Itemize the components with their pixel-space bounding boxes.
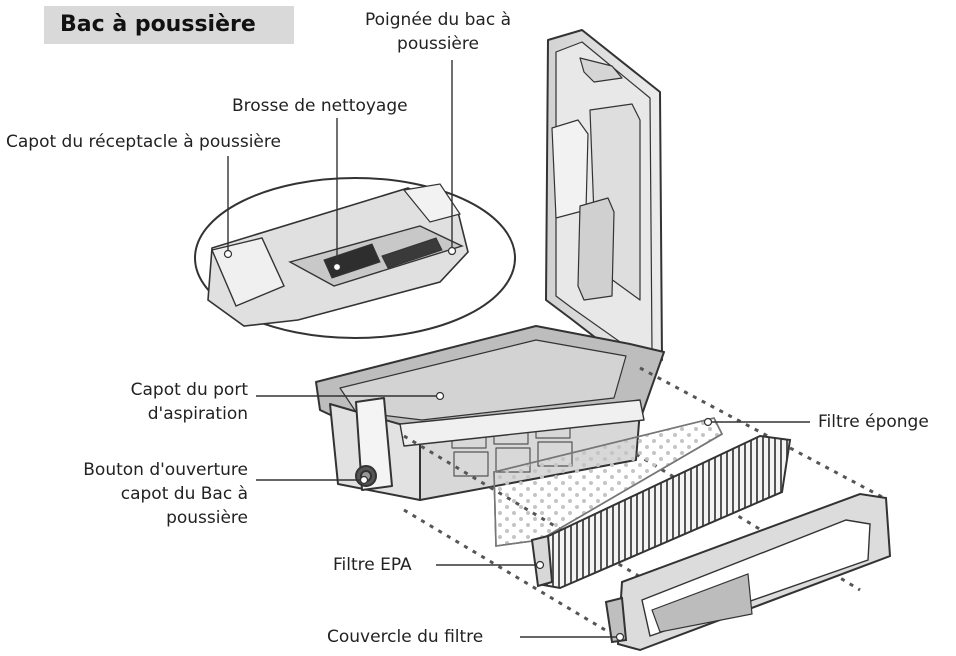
label-suction-port-cover-line1: Capot du port (130, 380, 248, 400)
leader-lines (227, 60, 810, 638)
filter-cover (604, 492, 892, 652)
epa-filter (530, 434, 792, 590)
label-suction-port-cover: Capot du port d'aspiration (90, 378, 248, 426)
label-receptacle-cover: Capot du réceptacle à poussière (6, 132, 281, 152)
section-title: Bac à poussière (60, 12, 256, 37)
label-suction-port-cover-line2: d'aspiration (147, 404, 248, 424)
label-epa-filter: Filtre EPA (333, 555, 412, 575)
label-filter-cover: Couvercle du filtre (327, 627, 484, 647)
sponge-filter (493, 417, 724, 547)
label-dust-bin-handle-line2: poussière (397, 34, 479, 54)
label-dust-bin-handle: Poignée du bac à poussière (328, 8, 548, 56)
label-sponge-filter: Filtre éponge (818, 412, 929, 432)
receptacle-closeup-inset (194, 177, 516, 339)
label-cleaning-brush: Brosse de nettoyage (232, 96, 408, 116)
label-open-button-line3: poussière (166, 508, 248, 528)
label-open-button: Bouton d'ouverture capot du Bac à poussi… (40, 458, 248, 530)
leader-dots (223, 246, 713, 642)
label-dust-bin-handle-line1: Poignée du bac à (364, 10, 511, 30)
section-title-box: Bac à poussière (44, 6, 294, 44)
label-open-button-line1: Bouton d'ouverture (83, 460, 248, 480)
label-open-button-line2: capot du Bac à (120, 484, 248, 504)
dust-bin-body (315, 325, 665, 501)
dust-bin-lid (545, 29, 663, 373)
